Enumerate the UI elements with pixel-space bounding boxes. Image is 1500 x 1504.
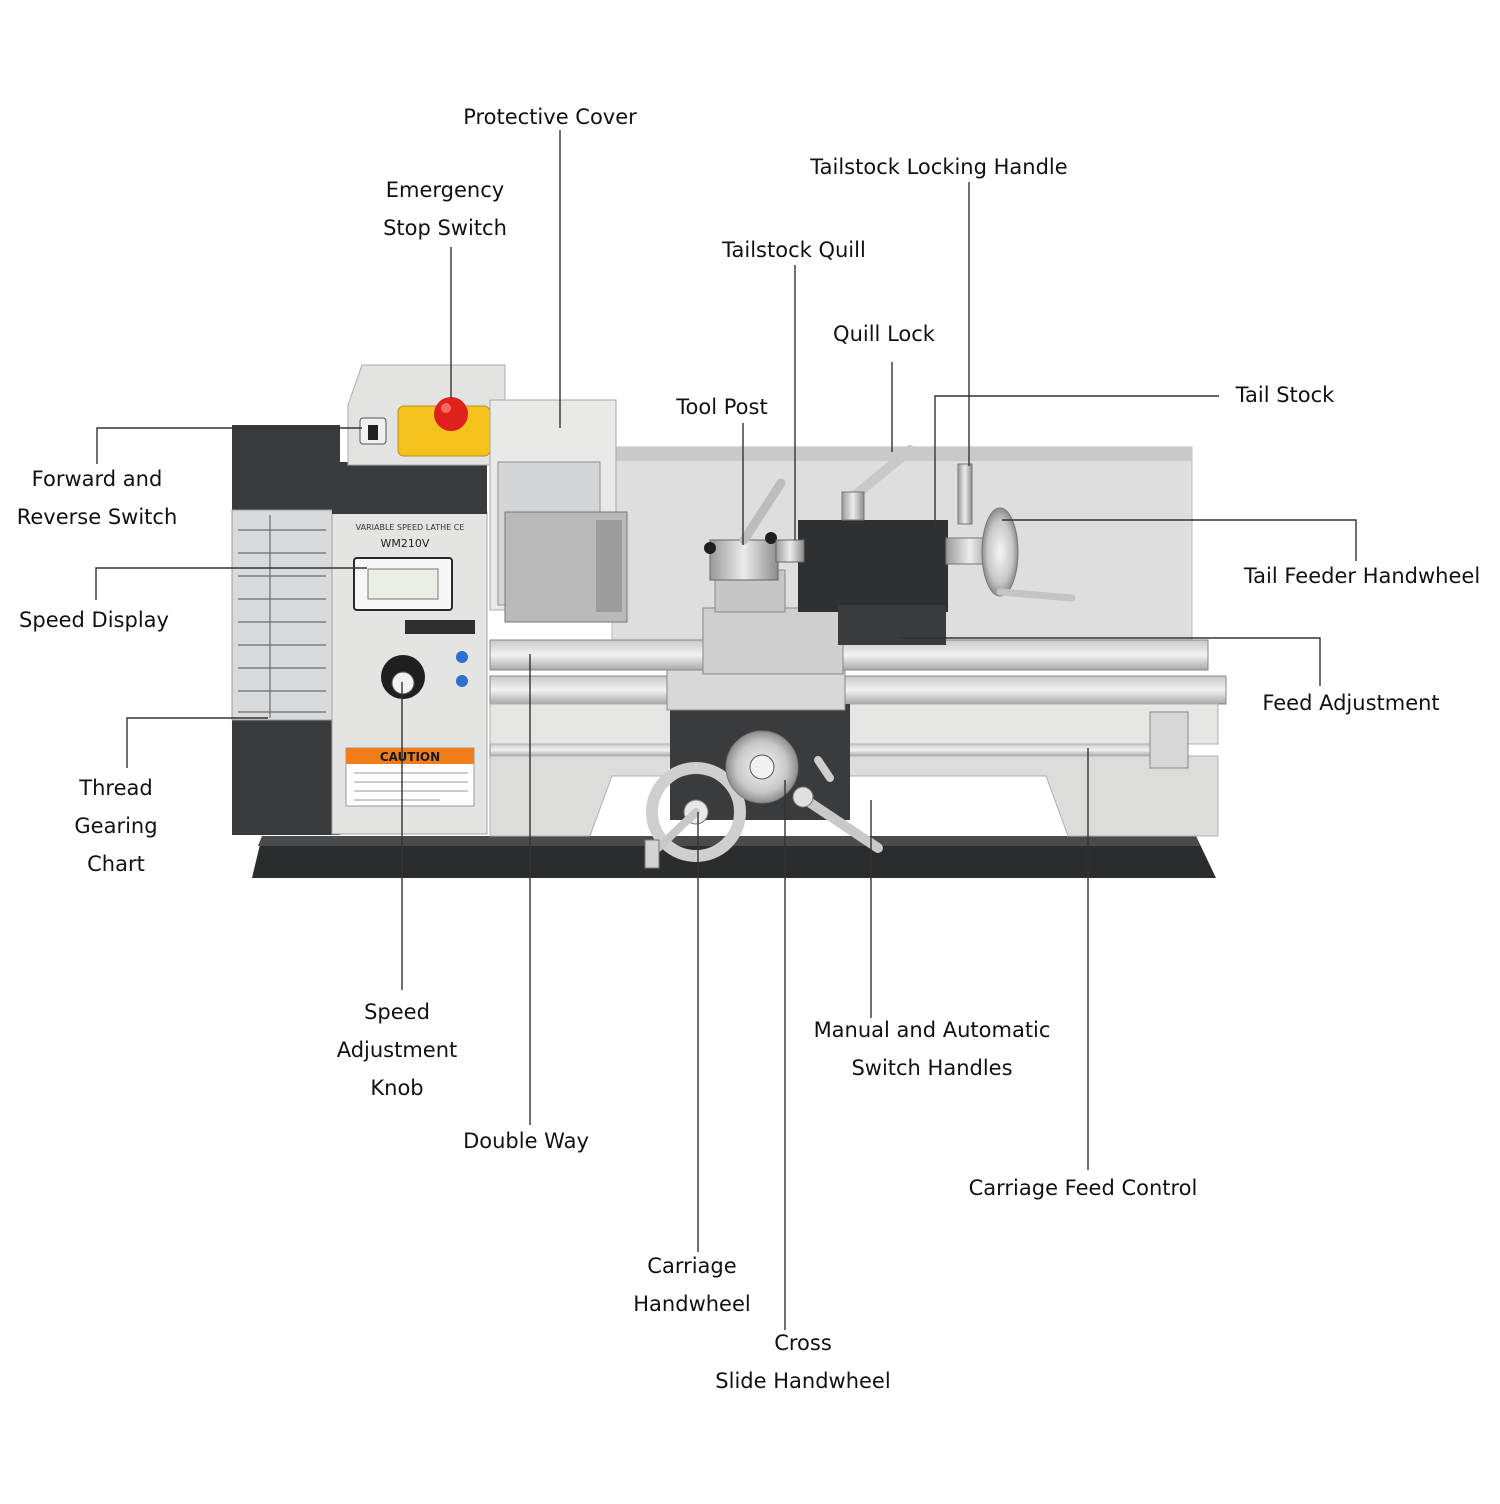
label-speed-display: Speed Display bbox=[6, 601, 182, 639]
control-panel-top bbox=[332, 462, 487, 514]
label-line: Carriage bbox=[647, 1254, 737, 1278]
leader-speed-display bbox=[95, 567, 367, 600]
estop-red-button bbox=[434, 397, 468, 431]
label-double-way: Double Way bbox=[450, 1122, 602, 1160]
tool-post-handle bbox=[739, 478, 786, 545]
label-cross-slide-handwheel: Cross Slide Handwheel bbox=[700, 1324, 906, 1400]
label-forward-reverse: Forward and Reverse Switch bbox=[4, 460, 190, 536]
label-emergency-stop: Emergency Stop Switch bbox=[360, 171, 530, 247]
manual-auto-lever bbox=[795, 791, 883, 853]
carriage-handwheel-grip bbox=[644, 839, 660, 869]
panel-indicator-blue-1 bbox=[456, 651, 468, 663]
bed-way-front bbox=[489, 675, 1227, 705]
leader-tail-stock bbox=[934, 395, 1219, 528]
leader-forward-reverse bbox=[96, 427, 362, 464]
leader-thread-chart bbox=[126, 717, 268, 768]
label-line: Gearing bbox=[74, 814, 158, 838]
leader-feed-adjustment bbox=[900, 637, 1321, 686]
label-line: Adjustment bbox=[336, 1038, 458, 1062]
label-line: Tail Stock bbox=[1235, 383, 1335, 407]
label-line: Speed Display bbox=[19, 608, 169, 632]
tool-post-block bbox=[709, 539, 779, 581]
tail-feeder-crank bbox=[996, 588, 1076, 602]
label-thread-chart: Thread Gearing Chart bbox=[56, 769, 176, 883]
label-line: Slide Handwheel bbox=[715, 1369, 891, 1393]
lead-screw-bracket bbox=[1149, 711, 1189, 769]
base-tray bbox=[252, 836, 1216, 878]
label-line: Carriage Feed Control bbox=[968, 1176, 1198, 1200]
cross-slide bbox=[702, 607, 844, 675]
panel-indicator-blue-2 bbox=[456, 675, 468, 687]
cross-slide-handwheel-hub bbox=[749, 754, 775, 780]
label-tail-feeder-handwheel: Tail Feeder Handwheel bbox=[1226, 557, 1498, 595]
headstock-side-light bbox=[231, 509, 333, 721]
label-tool-post: Tool Post bbox=[664, 388, 780, 426]
bed-body bbox=[489, 703, 1219, 745]
carriage-handwheel-spoke bbox=[650, 808, 700, 856]
label-line: Cross bbox=[774, 1331, 832, 1355]
leader-tail-feeder-handwheel bbox=[1002, 519, 1357, 561]
label-manual-auto-switch: Manual and Automatic Switch Handles bbox=[796, 1011, 1068, 1087]
tail-feeder-handwheel bbox=[981, 507, 1019, 597]
label-line: Feed Adjustment bbox=[1262, 691, 1440, 715]
forward-reverse-switch-knob bbox=[368, 425, 378, 440]
tool-post-bolt-1 bbox=[704, 542, 716, 554]
carriage-handwheel-art bbox=[646, 762, 746, 862]
tailstock-body bbox=[798, 520, 948, 612]
label-feed-adjustment: Feed Adjustment bbox=[1250, 684, 1452, 722]
speed-display-lcd bbox=[367, 568, 439, 600]
estop-red-highlight bbox=[441, 403, 451, 413]
thread-chart-lines bbox=[238, 515, 326, 718]
label-carriage-feed-control: Carriage Feed Control bbox=[950, 1169, 1216, 1207]
label-line: Manual and Automatic bbox=[813, 1018, 1051, 1042]
speed-knob-cap bbox=[391, 671, 415, 695]
manual-auto-lever-2 bbox=[814, 756, 834, 782]
label-line: Tailstock Locking Handle bbox=[810, 155, 1068, 179]
label-line: Quill Lock bbox=[833, 322, 935, 346]
panel-title: VARIABLE SPEED LATHE CE bbox=[356, 523, 465, 532]
label-tail-stock: Tail Stock bbox=[1222, 376, 1348, 414]
label-line: Emergency bbox=[385, 178, 505, 202]
label-line: Thread bbox=[79, 776, 153, 800]
caution-text: CAUTION bbox=[380, 750, 440, 764]
panel-model: WM210V bbox=[381, 537, 430, 550]
label-line: Switch Handles bbox=[851, 1056, 1013, 1080]
label-protective-cover: Protective Cover bbox=[452, 98, 648, 136]
label-line: Protective Cover bbox=[463, 105, 637, 129]
quill-lock-lever bbox=[847, 445, 915, 503]
bed-front-skirt bbox=[489, 755, 1219, 837]
caution-text-lines bbox=[354, 772, 468, 801]
label-line: Knob bbox=[370, 1076, 424, 1100]
label-line: Tailstock Quill bbox=[722, 238, 866, 262]
label-line: Tool Post bbox=[676, 395, 768, 419]
label-tailstock-locking-handle: Tailstock Locking Handle bbox=[790, 148, 1088, 186]
label-line: Forward and bbox=[31, 467, 163, 491]
tailstock-lock-handle bbox=[957, 463, 973, 525]
tailstock-quill bbox=[775, 539, 805, 563]
caution-band bbox=[346, 748, 474, 764]
tool-post-bolt-2 bbox=[765, 532, 777, 544]
label-line: Chart bbox=[87, 852, 145, 876]
quill-lock-stud bbox=[841, 491, 865, 521]
label-line: Speed bbox=[364, 1000, 430, 1024]
leader-lines bbox=[95, 130, 1357, 1330]
tailstock-base bbox=[838, 605, 946, 645]
label-line: Handwheel bbox=[633, 1292, 751, 1316]
saddle bbox=[666, 669, 846, 711]
manual-auto-lever-knob bbox=[792, 786, 814, 808]
label-line: Stop Switch bbox=[383, 216, 507, 240]
label-carriage-handwheel: Carriage Handwheel bbox=[620, 1247, 764, 1323]
label-line: Tail Feeder Handwheel bbox=[1243, 564, 1481, 588]
label-tailstock-quill: Tailstock Quill bbox=[706, 231, 882, 269]
label-speed-adjustment-knob: Speed Adjustment Knob bbox=[326, 993, 468, 1107]
label-quill-lock: Quill Lock bbox=[820, 315, 948, 353]
chuck-jaw bbox=[596, 520, 622, 612]
label-line: Reverse Switch bbox=[16, 505, 178, 529]
panel-sticker bbox=[405, 620, 475, 634]
label-line: Double Way bbox=[463, 1129, 589, 1153]
